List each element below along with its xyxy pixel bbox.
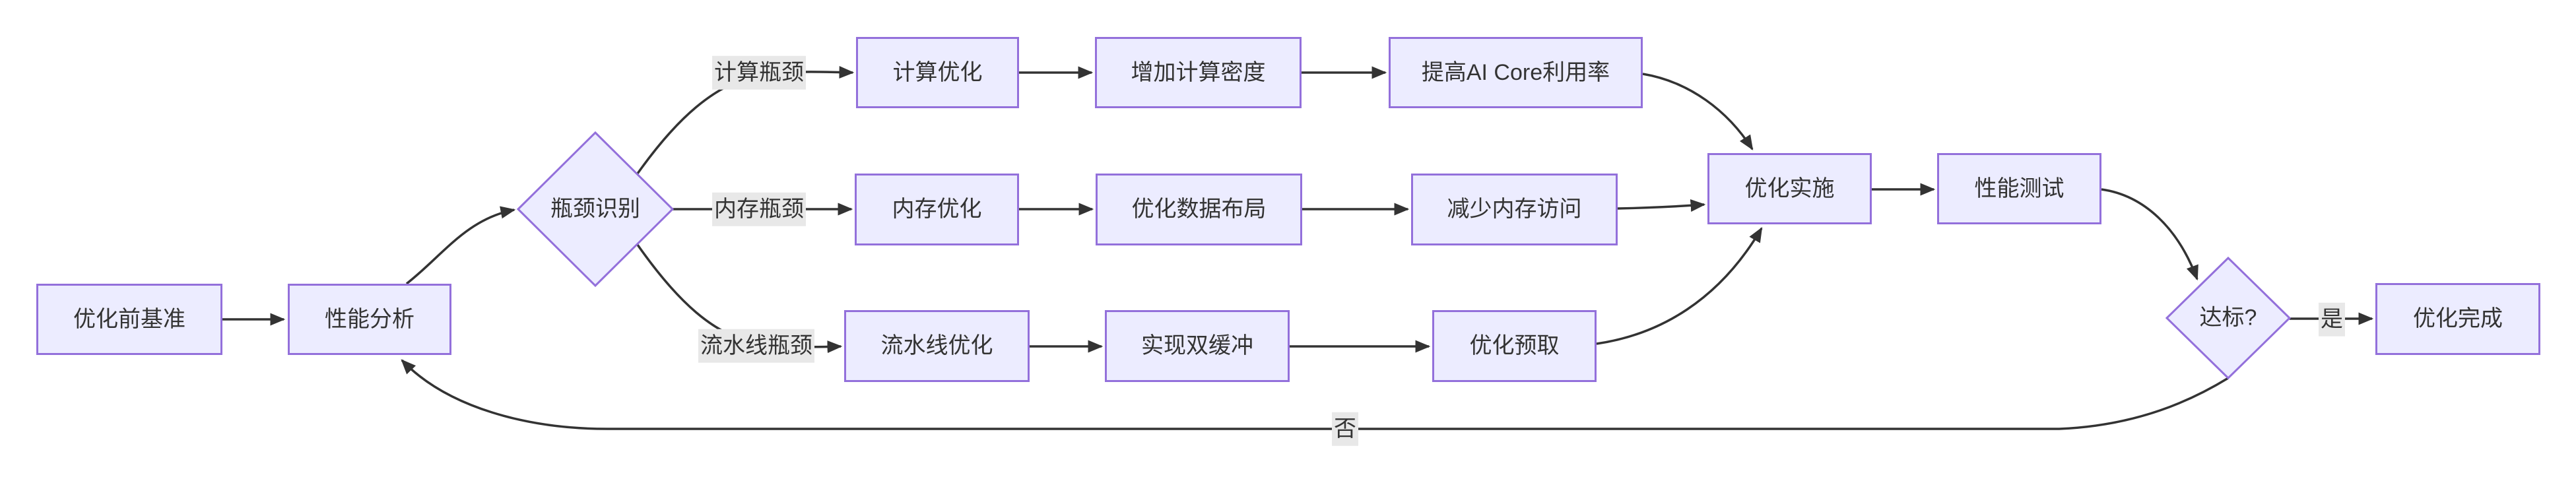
node-bottleneck-label: 瓶颈识别 bbox=[550, 196, 640, 222]
node-pipe-opt: 流水线优化 bbox=[844, 310, 1030, 382]
node-analyze: 性能分析 bbox=[288, 284, 451, 355]
edge-label-no: 否 bbox=[1332, 412, 1358, 446]
edge-label-yes: 是 bbox=[2319, 302, 2345, 337]
node-perf-test: 性能测试 bbox=[1937, 153, 2101, 224]
edge-passcheck-analyze-loop bbox=[401, 359, 2229, 430]
pass-check-diamond-shape bbox=[2165, 256, 2292, 380]
node-pipe-opt-label: 流水线优化 bbox=[880, 333, 993, 359]
edge-perftest-passcheck bbox=[2101, 188, 2198, 281]
node-prefetch-label: 优化预取 bbox=[1469, 333, 1560, 359]
node-data-layout: 优化数据布局 bbox=[1096, 174, 1302, 245]
edge-label-pipeline-bottleneck: 流水线瓶颈 bbox=[698, 329, 814, 363]
node-baseline-label: 优化前基准 bbox=[73, 306, 185, 332]
edge-analyze-bottleneck bbox=[405, 206, 516, 285]
node-complete-label: 优化完成 bbox=[2413, 306, 2503, 332]
node-double-buffer-label: 实现双缓冲 bbox=[1141, 333, 1253, 359]
bottleneck-diamond-shape bbox=[516, 131, 675, 288]
node-baseline: 优化前基准 bbox=[36, 284, 222, 355]
node-comp-opt-label: 计算优化 bbox=[892, 59, 983, 85]
node-mem-access: 减少内存访问 bbox=[1411, 174, 1618, 245]
node-mem-access-label: 减少内存访问 bbox=[1447, 197, 1582, 222]
node-prefetch: 优化预取 bbox=[1432, 310, 1597, 382]
edge-memaccess-implement bbox=[1617, 199, 1706, 212]
node-ai-core-label: 提高AI Core利用率 bbox=[1421, 59, 1610, 85]
node-comp-opt: 计算优化 bbox=[856, 37, 1019, 108]
node-comp-density: 增加计算密度 bbox=[1095, 37, 1302, 108]
node-comp-density-label: 增加计算密度 bbox=[1131, 59, 1266, 85]
edge-label-compute-bottleneck: 计算瓶颈 bbox=[712, 55, 806, 90]
node-analyze-label: 性能分析 bbox=[325, 306, 414, 332]
node-implement: 优化实施 bbox=[1707, 153, 1872, 224]
node-data-layout-label: 优化数据布局 bbox=[1131, 197, 1267, 222]
node-pass-check-label: 达标? bbox=[2199, 305, 2257, 331]
node-perf-test-label: 性能测试 bbox=[1974, 176, 2064, 201]
node-mem-opt: 内存优化 bbox=[855, 174, 1019, 245]
node-mem-opt-label: 内存优化 bbox=[892, 197, 982, 222]
node-double-buffer: 实现双缓冲 bbox=[1105, 310, 1290, 382]
node-implement-label: 优化实施 bbox=[1744, 176, 1835, 201]
edge-aicore-implement bbox=[1642, 73, 1754, 150]
node-ai-core: 提高AI Core利用率 bbox=[1389, 37, 1643, 108]
node-complete: 优化完成 bbox=[2375, 283, 2540, 355]
edge-prefetch-implement bbox=[1596, 227, 1763, 345]
edge-label-memory-bottleneck: 内存瓶颈 bbox=[712, 192, 806, 226]
